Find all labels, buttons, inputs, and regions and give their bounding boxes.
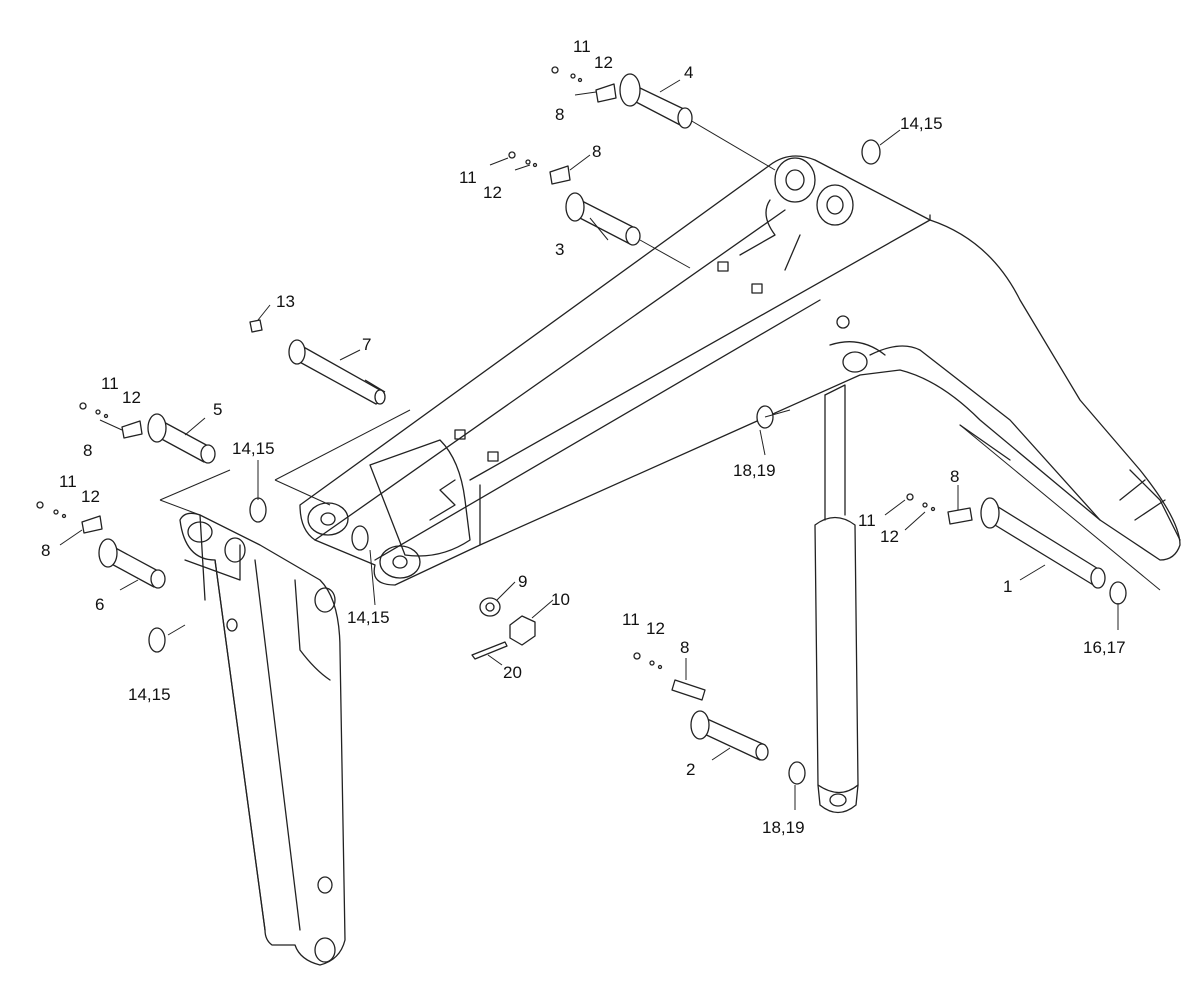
callout-1: 1 — [1003, 577, 1012, 596]
pin-5 — [121, 413, 216, 464]
callout-18-19-lower: 18,19 — [762, 818, 805, 837]
small-bolts — [36, 66, 936, 670]
callout-4: 4 — [684, 63, 693, 82]
boom-cylinder — [814, 384, 859, 814]
callout-labels: 1 2 3 4 5 6 7 8 8 8 8 8 8 9 10 11 11 11 … — [41, 37, 1126, 837]
callout-2: 2 — [686, 760, 695, 779]
callout-5: 5 — [213, 400, 222, 419]
callout-8-left-lower: 8 — [41, 541, 50, 560]
callout-11-left-upper: 11 — [101, 374, 119, 393]
pin-4 — [595, 73, 693, 129]
callout-8-cylinder: 8 — [680, 638, 689, 657]
callout-12-left-lower: 12 — [81, 487, 100, 506]
callout-9: 9 — [518, 572, 527, 591]
washer-9 — [479, 597, 501, 617]
callout-11-left-lower: 11 — [59, 472, 77, 491]
callout-12-right: 12 — [880, 527, 899, 546]
callout-8-top: 8 — [555, 105, 564, 124]
callout-14-15-boom: 14,15 — [347, 608, 390, 627]
nut-10 — [509, 615, 536, 646]
callout-12-top: 12 — [594, 53, 613, 72]
leader-lines — [59, 79, 1119, 810]
callout-11-mid: 11 — [459, 168, 477, 187]
pin-3 — [549, 165, 641, 246]
callout-8-left-upper: 8 — [83, 441, 92, 460]
cotter-pin-20 — [471, 641, 508, 660]
pin-6 — [81, 515, 166, 589]
callout-11-cylinder: 11 — [622, 610, 640, 629]
callout-16-17: 16,17 — [1083, 638, 1126, 657]
callout-13: 13 — [276, 292, 295, 311]
pin-7 — [249, 319, 386, 405]
callout-11-top: 11 — [573, 37, 591, 56]
callout-14-15-left: 14,15 — [128, 685, 171, 704]
callout-8-right: 8 — [950, 467, 959, 486]
callout-20: 20 — [503, 663, 522, 682]
callout-12-left-upper: 12 — [122, 388, 141, 407]
pin-2 — [671, 679, 769, 761]
callout-6: 6 — [95, 595, 104, 614]
shims — [148, 139, 1127, 785]
callout-12-cylinder: 12 — [646, 619, 665, 638]
callout-3: 3 — [555, 240, 564, 259]
pin-1 — [947, 497, 1106, 589]
callout-8-mid: 8 — [592, 142, 601, 161]
callout-18-19-upper: 18,19 — [733, 461, 776, 480]
boom — [299, 119, 1181, 591]
callout-14-15-arm: 14,15 — [232, 439, 275, 458]
callout-10: 10 — [551, 590, 570, 609]
callout-14-15-top-right: 14,15 — [900, 114, 943, 133]
callout-12-mid: 12 — [483, 183, 502, 202]
callout-7: 7 — [362, 335, 371, 354]
callout-11-right: 11 — [858, 511, 876, 530]
arm — [159, 409, 411, 966]
